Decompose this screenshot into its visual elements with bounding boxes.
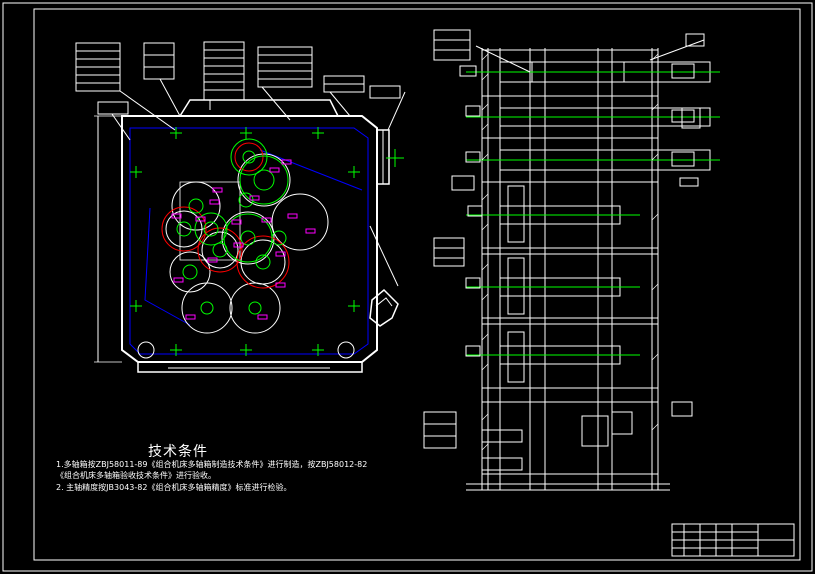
front-view	[75, 41, 406, 373]
tech-requirement-line-3: 2. 主轴精度按JB3043-82《组合机床多轴箱精度》标准进行检验。	[56, 483, 292, 492]
title-block	[671, 523, 795, 557]
tech-requirement-line-1: 1.多轴箱按ZBJ58011-89《组合机床多轴箱制造技术条件》进行制造，按ZB…	[56, 460, 368, 469]
inner-border	[33, 8, 801, 561]
section-view	[423, 29, 720, 491]
tech-requirements-title: 技术条件	[148, 444, 208, 460]
tech-requirement-line-2: 《组合机床多轴箱验收技术条件》进行验收。	[56, 471, 216, 480]
